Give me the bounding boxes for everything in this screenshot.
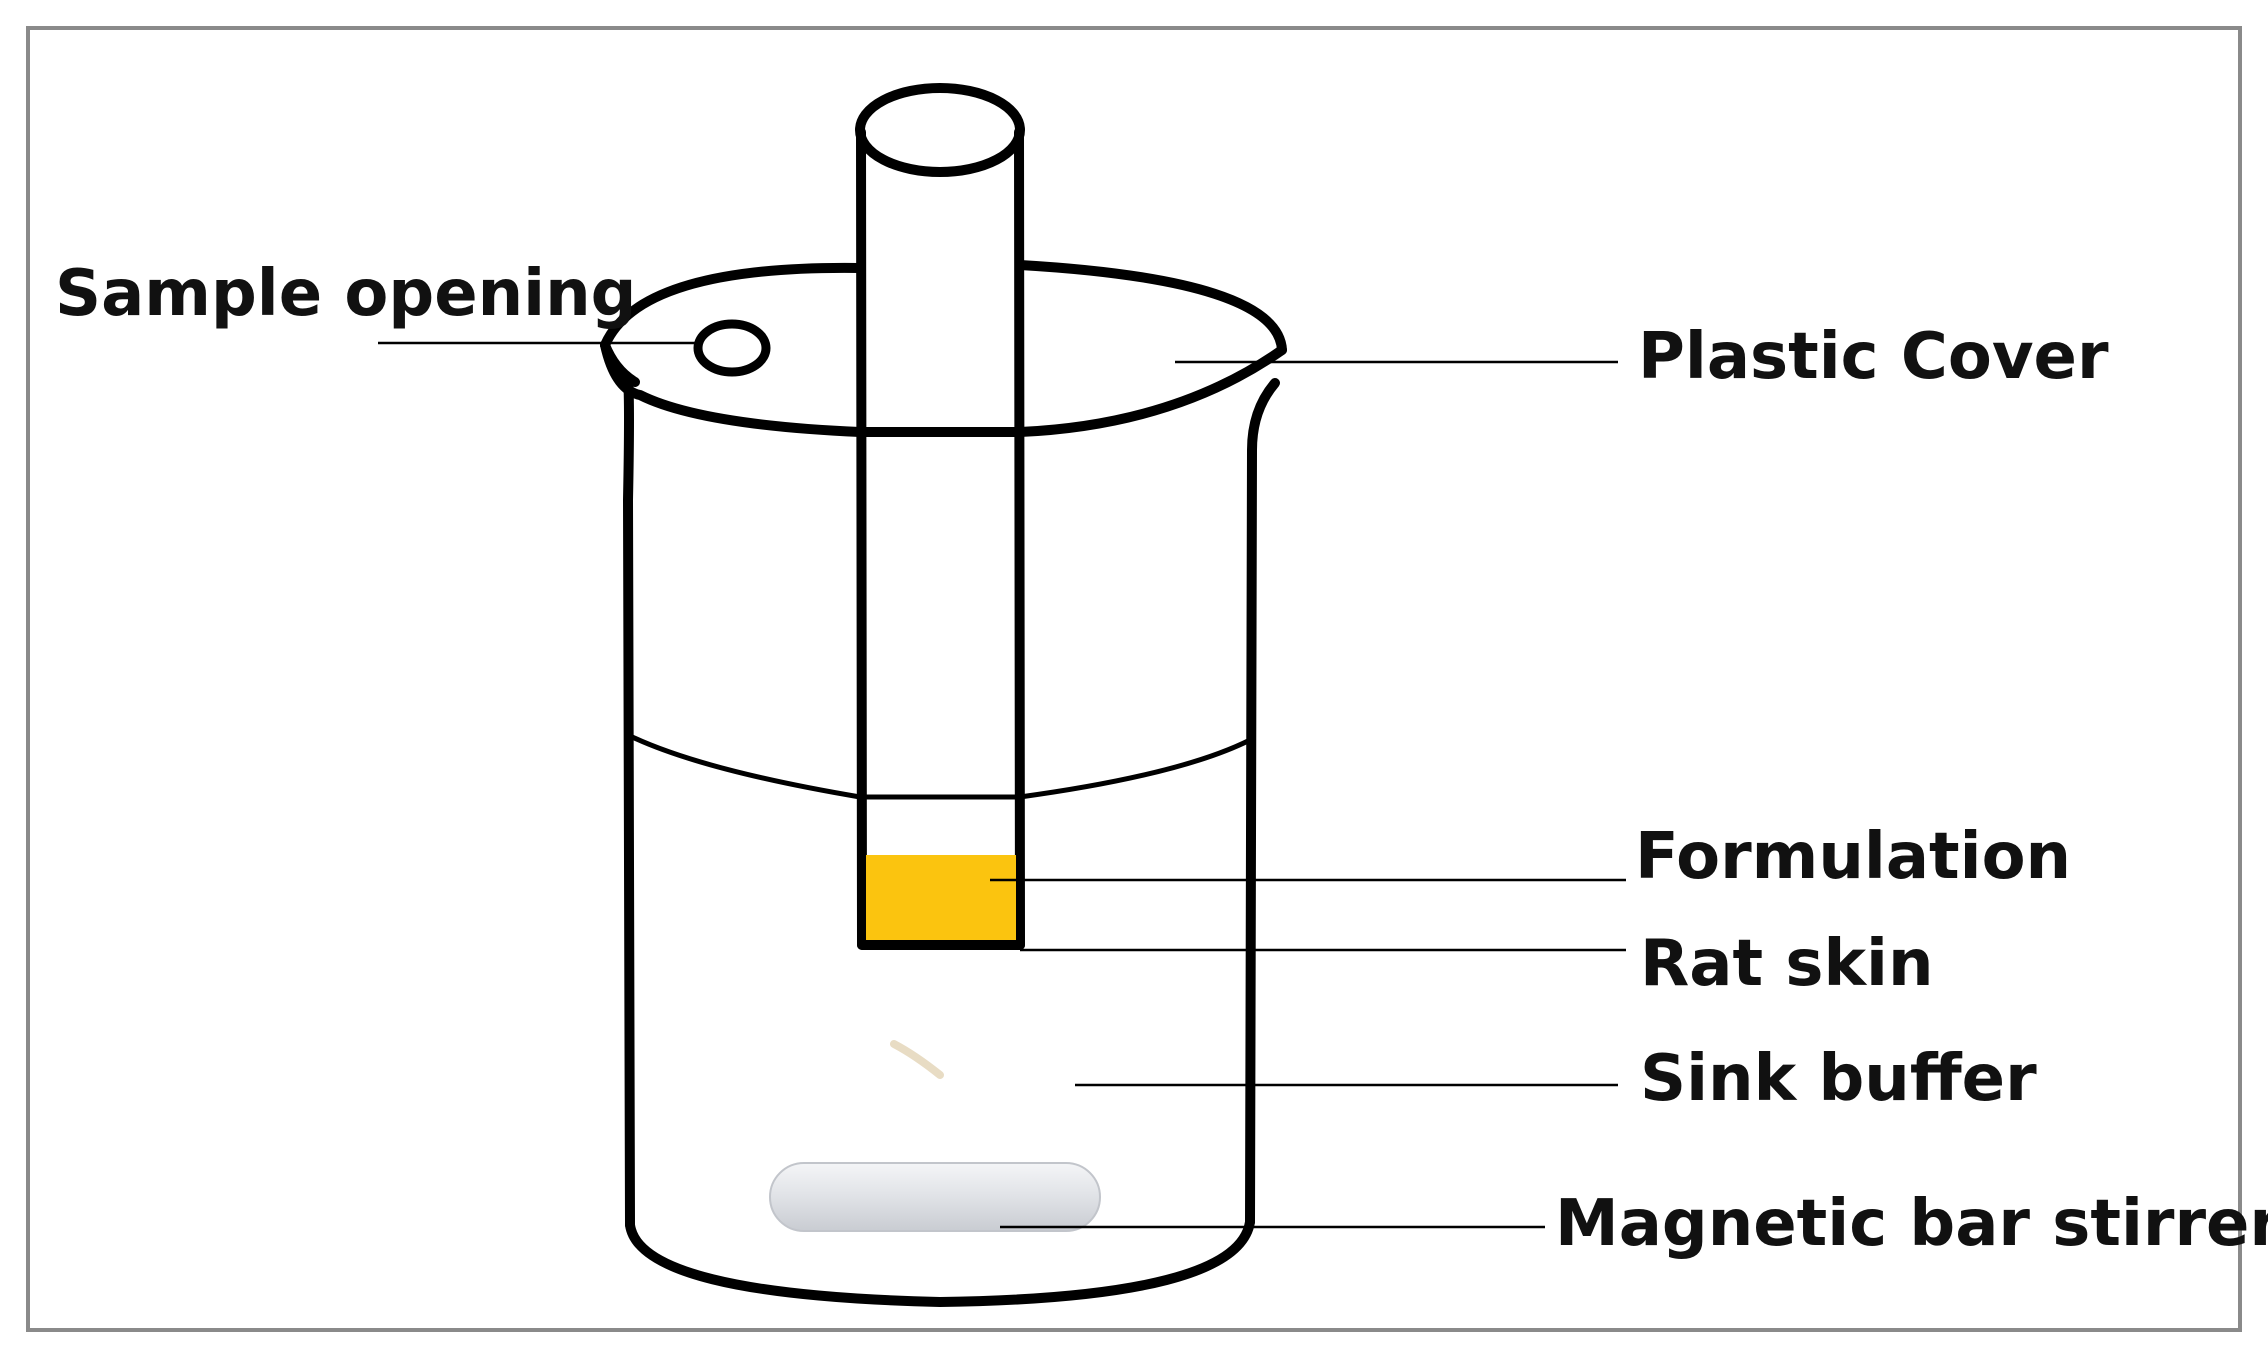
tube-left-wall xyxy=(856,127,867,950)
beaker-right-wall xyxy=(1245,378,1280,1227)
cover-left-lip xyxy=(600,340,640,387)
beaker-left-wall xyxy=(623,375,635,1230)
smudge-mark xyxy=(890,1040,944,1079)
tube-right-wall xyxy=(1014,127,1025,950)
rat-skin-label: Rat skin xyxy=(1640,927,1934,1001)
formulation-fill xyxy=(866,855,1016,940)
plastic-cover xyxy=(600,260,1287,437)
sample-opening-label: Sample opening xyxy=(55,257,636,331)
cover-front-rim xyxy=(600,340,1287,437)
tube-top-opening xyxy=(855,83,1025,177)
beaker-bottom xyxy=(625,1217,1255,1307)
buffer-liquid-level xyxy=(625,732,1253,800)
sample-opening-hole xyxy=(693,319,771,377)
magnetic-bar-stirrer-label: Magnetic bar stirrer xyxy=(1555,1187,2268,1261)
formulation-label: Formulation xyxy=(1635,820,2071,894)
cover-back-rim xyxy=(600,262,865,350)
donor-tube xyxy=(855,83,1025,950)
outer-frame xyxy=(26,26,2242,1332)
plastic-cover-label: Plastic Cover xyxy=(1638,320,2109,394)
magnetic-bar-stirrer xyxy=(769,1162,1101,1232)
sink-buffer-label: Sink buffer xyxy=(1640,1042,2037,1116)
cover-back-rim-right xyxy=(1015,260,1287,355)
